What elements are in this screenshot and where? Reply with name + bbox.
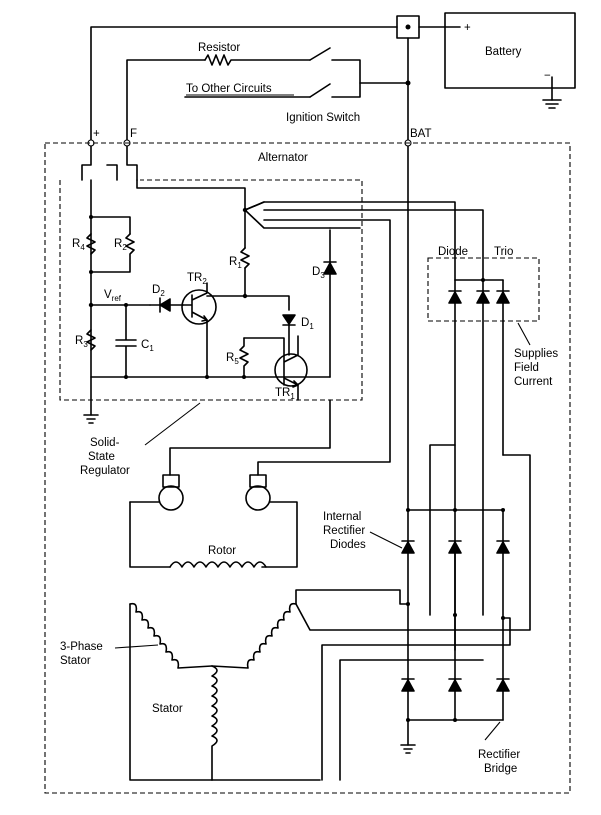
tr2-label: TR2	[187, 272, 207, 286]
battery-plus-label: +	[464, 22, 471, 34]
battery-minus-label: −	[544, 70, 551, 82]
rectifier-diodes-callout-line	[369, 531, 403, 549]
internal-rectifier-diodes-label: Internal Rectifier Diodes	[323, 511, 368, 551]
ignition-switch-label: Ignition Switch	[286, 112, 360, 124]
phase-wire-d	[339, 659, 484, 781]
wire-to-rotor-left	[169, 399, 331, 476]
stator: Stator	[129, 602, 297, 781]
diode-label: Diode	[438, 246, 468, 258]
d2-label: D2	[152, 284, 165, 298]
wire-to-rotor-right	[257, 219, 391, 476]
phase-wire-a	[295, 589, 409, 605]
bridge-callout-line	[484, 721, 501, 741]
stator-label: Stator	[152, 703, 183, 715]
battery: Battery + −	[444, 12, 576, 109]
phase-wire-b	[295, 454, 531, 631]
phase-wire-c	[321, 617, 511, 781]
terminal-f-label: F	[130, 128, 137, 140]
c1-label: C1	[141, 339, 154, 353]
alternator-housing	[44, 142, 571, 794]
bat-terminal-label: BAT	[410, 128, 432, 140]
wire-reg-junction	[244, 201, 331, 229]
rotor-label: Rotor	[208, 545, 236, 557]
top-wiring	[87, 15, 461, 147]
r4-label: R4	[72, 238, 85, 252]
r2-label: R2	[114, 238, 127, 252]
terminal-plus-label: +	[93, 128, 100, 140]
tr1-label: TR1	[275, 387, 295, 401]
rectifier-bridge-label: Rectifier Bridge	[478, 749, 523, 775]
to-other-circuits-label: To Other Circuits	[186, 83, 272, 95]
trio-label: Trio	[494, 246, 513, 258]
vref-label: Vref	[104, 289, 122, 303]
wire-reg-to-trio-1	[244, 201, 456, 281]
r3-label: R3	[75, 335, 88, 349]
supplies-field-current-label: Supplies Field Current	[514, 348, 561, 388]
battery-label: Battery	[485, 46, 522, 58]
wire-reg-to-trio-2	[263, 209, 484, 281]
solid-state-regulator: R4 R2 Vref R3 C1 D2 TR2 R1	[59, 145, 363, 424]
resistor-label: Resistor	[198, 42, 240, 54]
three-phase-stator-label: 3-Phase Stator	[60, 641, 106, 667]
rectifier-bridge	[400, 145, 510, 754]
d3-label: D3	[312, 266, 325, 280]
regulator-callout-line	[144, 402, 201, 446]
alternator-label: Alternator	[258, 152, 308, 164]
trio-callout-line	[517, 322, 531, 346]
stator-callout-line	[114, 644, 159, 649]
r5-label: R5	[226, 352, 239, 366]
r1-label: R1	[229, 256, 242, 270]
regulator-label: Solid- State Regulator	[80, 437, 130, 477]
rotor: Rotor	[129, 474, 298, 568]
d1-label: D1	[301, 317, 314, 331]
diode-trio: Diode Trio	[427, 246, 540, 651]
